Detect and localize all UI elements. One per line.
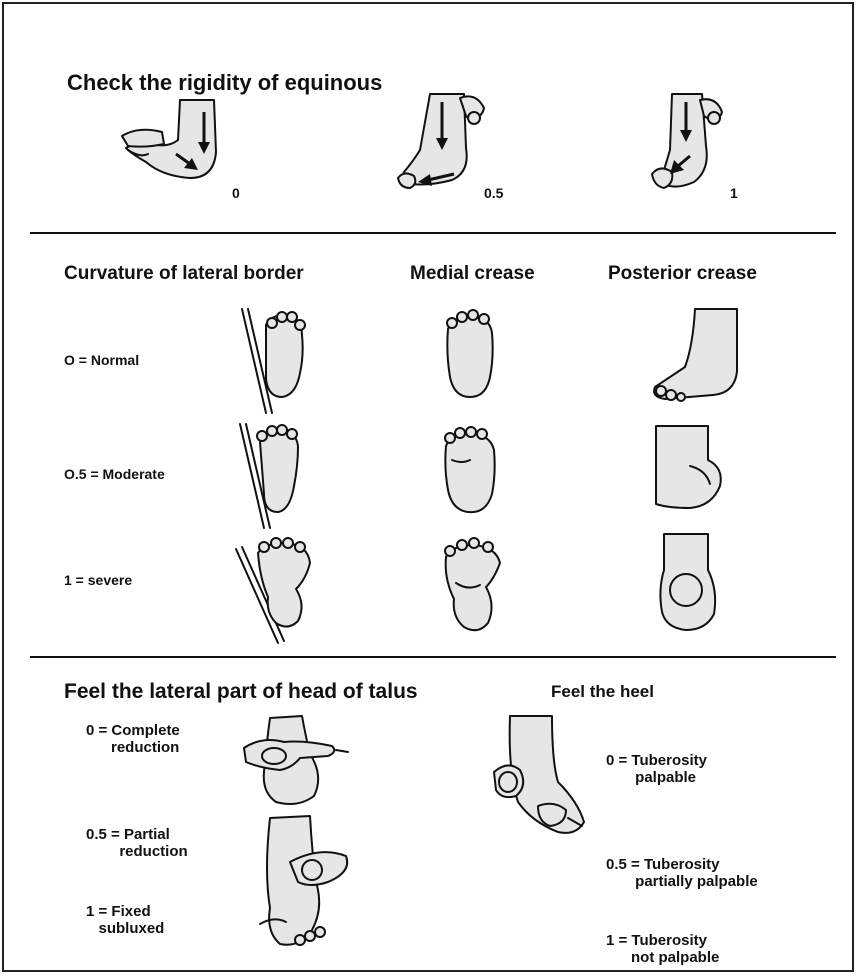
talus-partial-illustration — [250, 812, 360, 957]
posterior-crease-moderate-illustration — [650, 420, 730, 520]
medial-crease-normal-illustration — [438, 305, 508, 405]
lateral-border-moderate-illustration — [234, 420, 314, 530]
medial-crease-severe-illustration — [434, 535, 514, 640]
heel-illustration — [488, 712, 608, 842]
equinus-foot-1-illustration — [640, 90, 740, 198]
equinus-foot-05-illustration — [390, 88, 500, 198]
posterior-crease-severe-illustration — [652, 530, 732, 635]
medial-crease-moderate-illustration — [436, 420, 508, 520]
crease-row-severe: 1 = severe — [64, 572, 132, 588]
lateral-border-severe-illustration — [232, 535, 322, 645]
divider-2 — [30, 656, 836, 658]
heel-score-not-palpable: 1 = Tuberosity not palpable — [606, 932, 719, 967]
talus-title: Feel the lateral part of head of talus — [64, 680, 418, 704]
crease-row-moderate: O.5 = Moderate — [64, 466, 165, 482]
equinus-foot-0-illustration — [118, 92, 228, 192]
heel-score-palpable: 0 = Tuberosity palpable — [606, 752, 707, 787]
talus-score-complete: 0 = Complete reduction — [86, 722, 180, 757]
equinus-score-05: 0.5 — [484, 185, 503, 201]
medial-crease-title: Medial crease — [410, 263, 535, 285]
posterior-crease-title: Posterior crease — [608, 263, 757, 285]
lateral-border-title: Curvature of lateral border — [64, 263, 304, 285]
divider-1 — [30, 232, 836, 234]
heel-score-partially-palpable: 0.5 = Tuberosity partially palpable — [606, 856, 758, 891]
posterior-crease-normal-illustration — [645, 305, 745, 405]
equinus-score-1: 1 — [730, 185, 738, 201]
heel-title: Feel the heel — [551, 682, 654, 702]
crease-row-normal: O = Normal — [64, 352, 139, 368]
talus-score-partial: 0.5 = Partial reduction — [86, 826, 188, 861]
talus-score-fixed: 1 = Fixed subluxed — [86, 903, 164, 938]
talus-complete-illustration — [240, 712, 350, 812]
equinus-score-0: 0 — [232, 185, 240, 201]
lateral-border-normal-illustration — [236, 305, 316, 415]
